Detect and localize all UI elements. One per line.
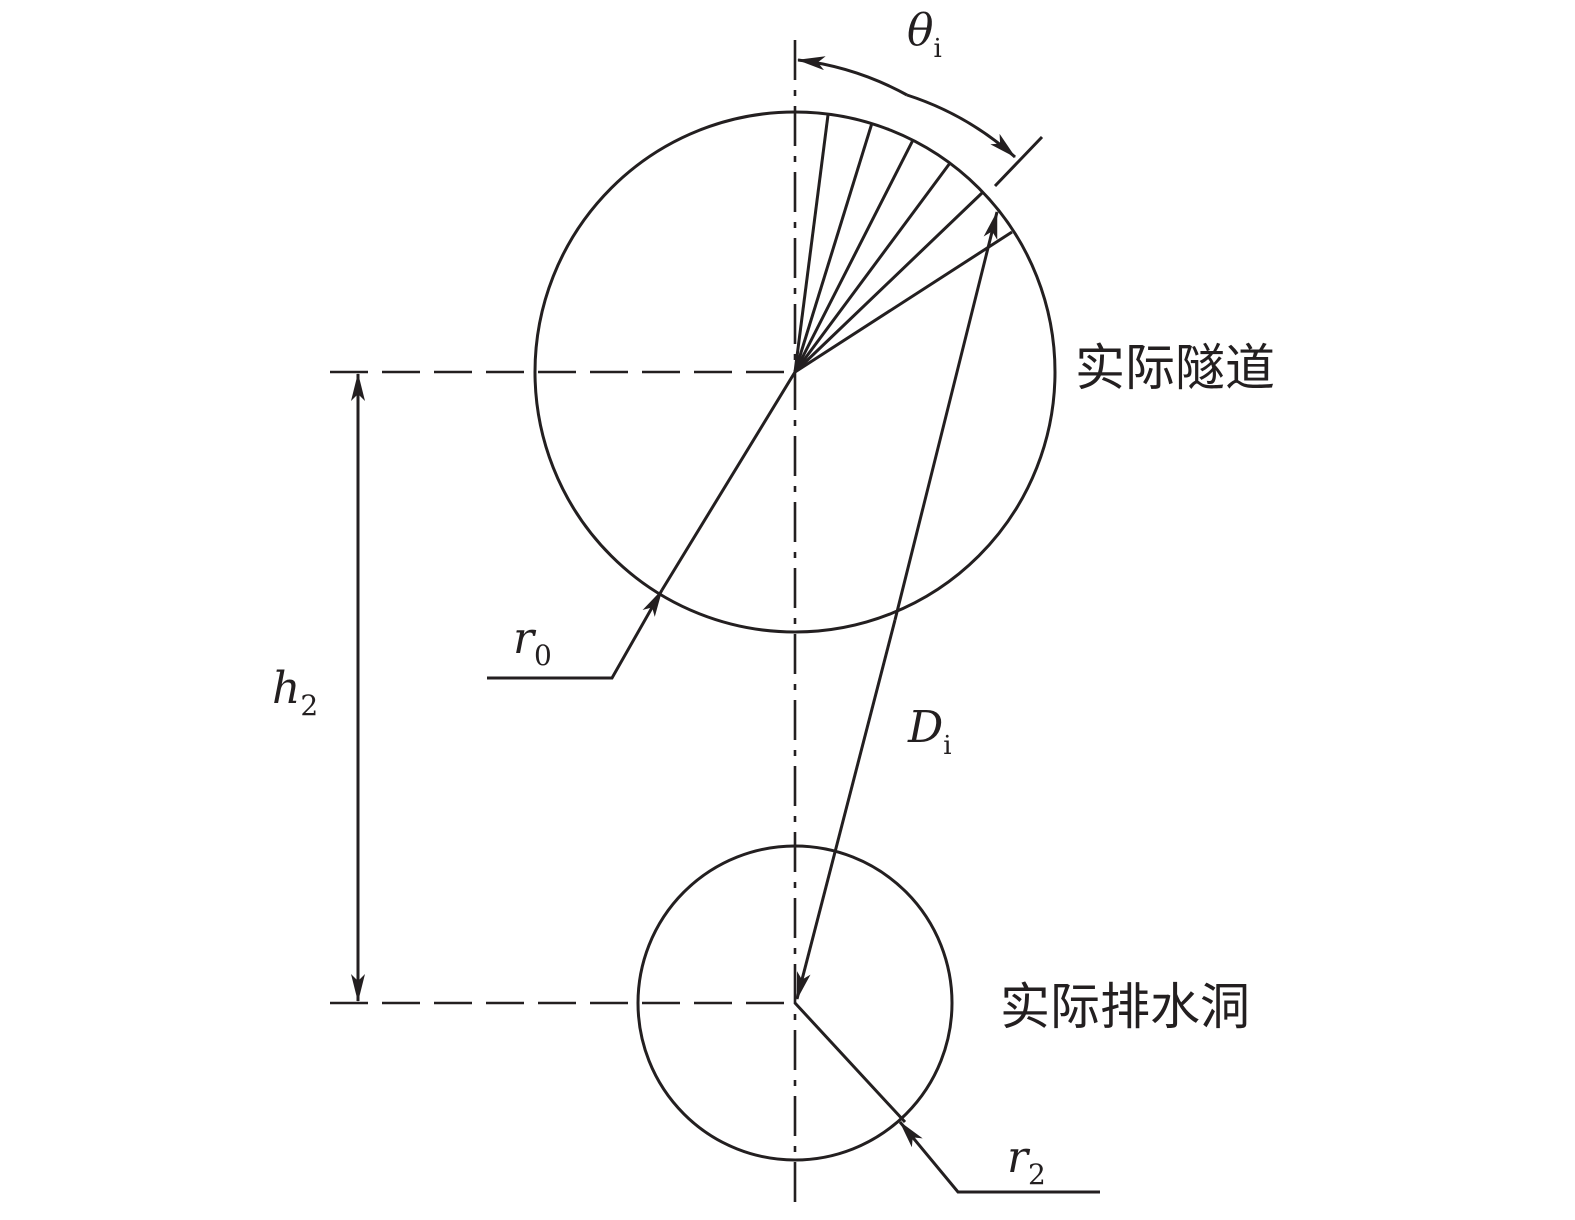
fan-line-3 [793,139,915,373]
r2-label: r2 [1007,1132,1046,1191]
fan-line-4 [793,162,952,373]
drainage-label: 实际排水洞 [1000,978,1250,1036]
h2-label: h2 [272,663,318,722]
Di-distance-arrow-down [795,619,897,1000]
Di-distance-arrow-up [893,211,999,621]
r2-radius-line [793,1001,907,1124]
tunnel-label: 实际隧道 [1075,339,1275,397]
radial-fan-lines [793,114,1013,374]
Di-label: Di [907,702,952,761]
r0-leader-arrow [487,589,664,680]
fan-line-1 [793,114,830,373]
theta-arc-arrow [797,56,908,97]
fan-line-6 [794,230,1013,374]
theta-extension-tick [993,135,1044,188]
r2-leader-arrow [898,1121,1100,1194]
theta-arc-arrow-right [906,93,1017,159]
fan-line-2 [793,122,874,373]
tunnel-circle [533,110,1057,634]
drainage-circle [636,844,954,1162]
r0-label: r0 [513,613,552,672]
r0-radius-line [660,371,797,591]
fan-line-5 [793,191,984,374]
theta-i-label: θi [907,5,942,64]
